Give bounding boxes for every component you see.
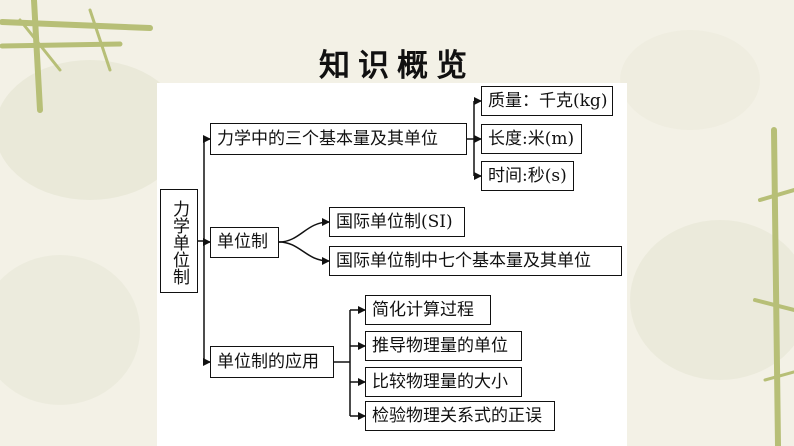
leaf-node-si: 国际单位制(SI) [329, 207, 465, 237]
leaf-node-compare-magnitudes: 比较物理量的大小 [365, 367, 522, 397]
branch-node-basic-quantities: 力学中的三个基本量及其单位 [210, 123, 467, 155]
leaf-node-check-relations: 检验物理关系式的正误 [365, 401, 555, 431]
leaf-node-length: 长度:米(m) [481, 124, 582, 154]
leaf-node-time: 时间:秒(s) [481, 161, 574, 191]
leaf-node-mass: 质量：千克(kg) [481, 86, 613, 116]
branch-node-unit-system: 单位制 [210, 227, 279, 258]
leaf-node-simplify-calculation: 简化计算过程 [365, 295, 491, 325]
leaf-node-seven-base-quantities: 国际单位制中七个基本量及其单位 [329, 246, 622, 276]
leaf-node-derive-units: 推导物理量的单位 [365, 331, 522, 361]
branch-node-unit-application: 单位制的应用 [210, 346, 334, 378]
page-title: 知识概览 [319, 48, 475, 84]
root-node: 力学单位制 [160, 189, 198, 293]
